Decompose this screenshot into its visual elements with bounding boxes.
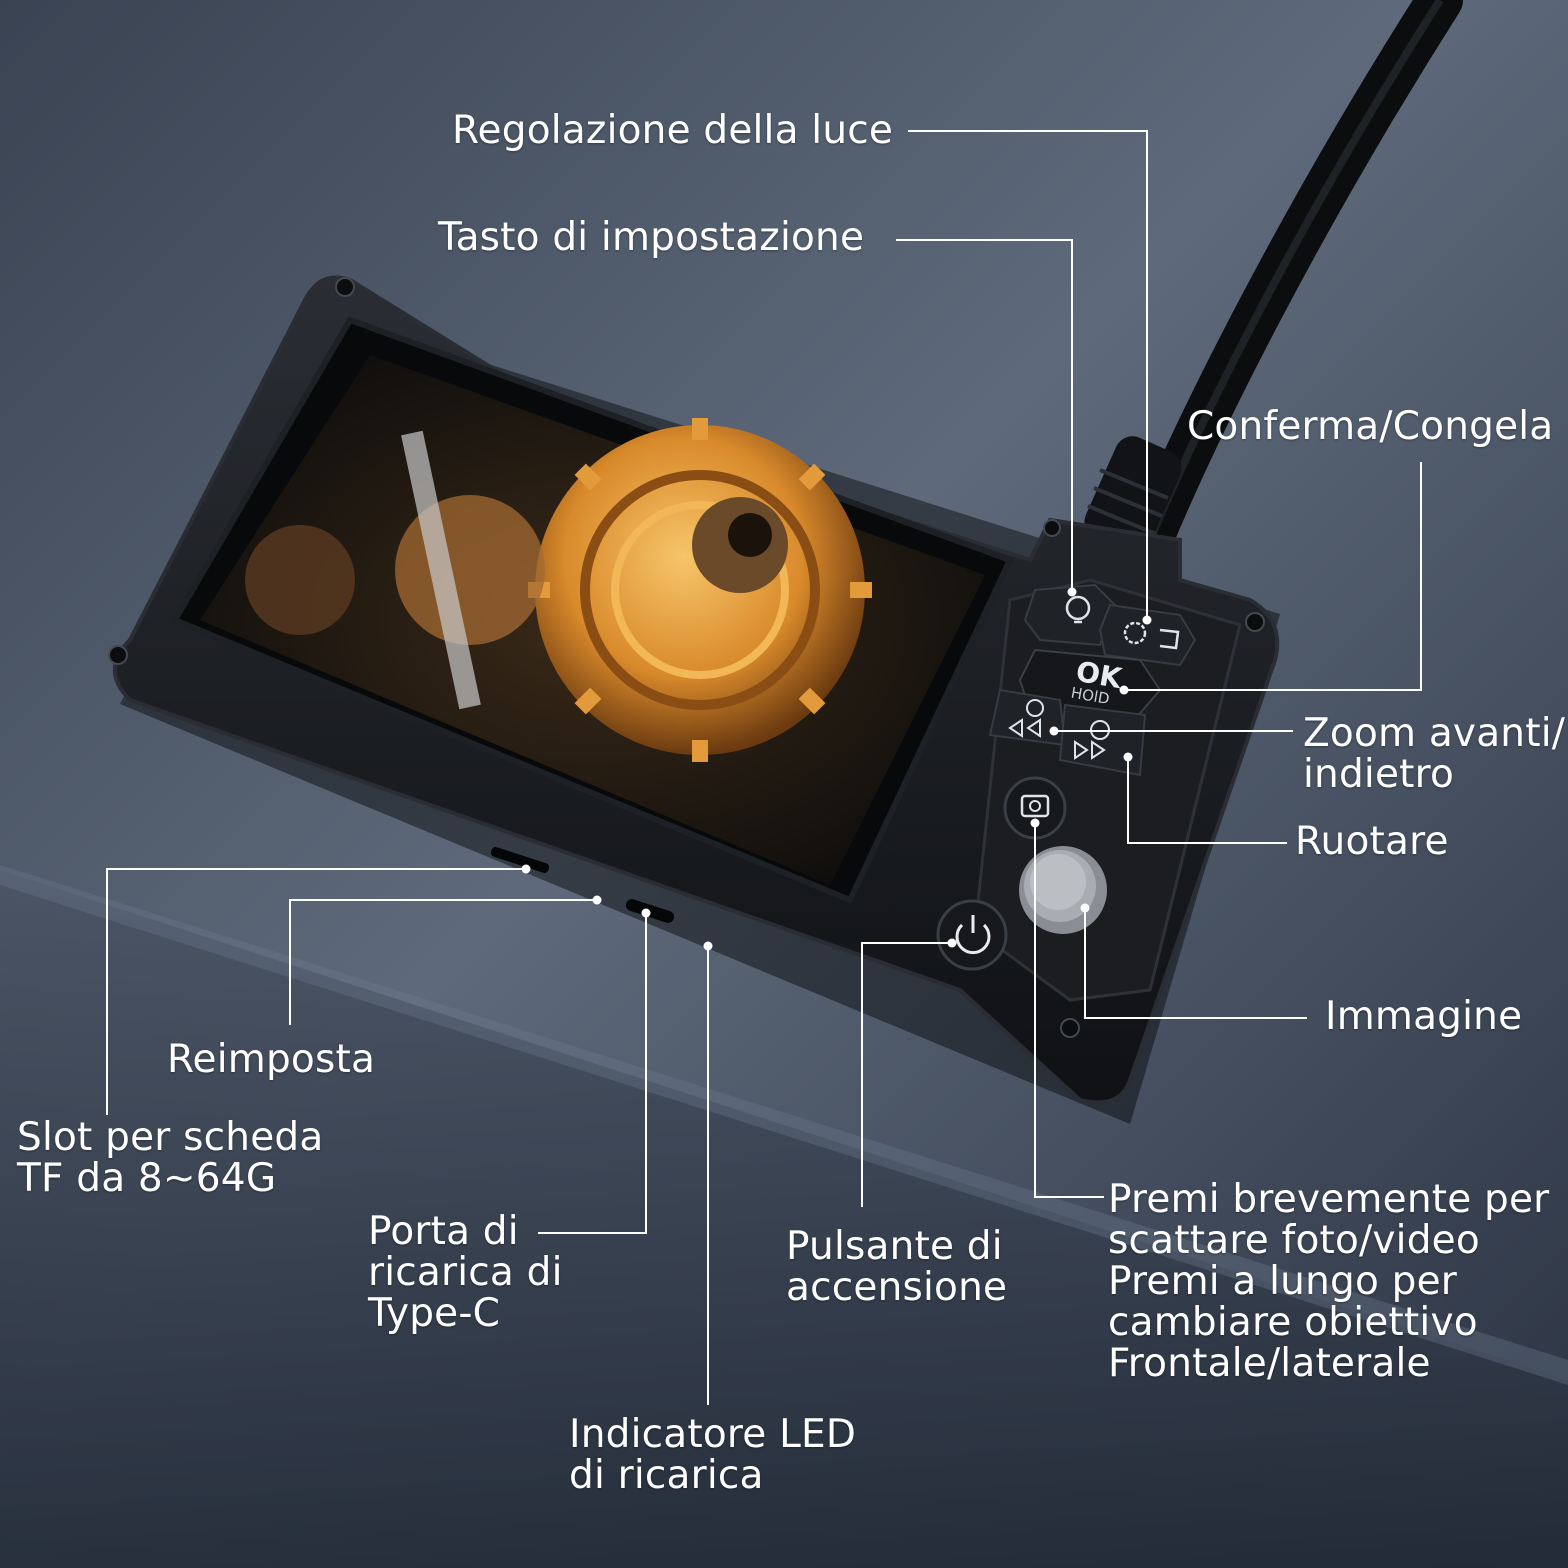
label-zoom: Zoom avanti/ indietro	[1303, 713, 1565, 795]
label-led-indicator: Indicatore LED di ricarica	[569, 1414, 856, 1496]
callout-lines	[106, 130, 1422, 1405]
label-confirm-freeze: Conferma/Congela	[1187, 404, 1554, 449]
callout-settings	[896, 239, 1073, 592]
settings-button[interactable]	[1098, 603, 1197, 667]
label-zoom-line1: Zoom avanti/	[1303, 711, 1566, 756]
label-led-line1: Indicatore LED	[569, 1412, 857, 1457]
label-shoot-line1: Premi brevemente per	[1108, 1177, 1550, 1222]
rewind-icon	[1008, 718, 1041, 738]
label-power-line1: Pulsante di	[786, 1224, 1003, 1269]
cable-strain-relief	[1084, 436, 1182, 554]
label-rotate: Ruotare	[1295, 819, 1449, 864]
callout-image	[1084, 908, 1307, 1019]
label-power-line2: accensione	[786, 1265, 1008, 1310]
floor-surface	[0, 870, 1568, 1568]
label-shoot-line2: scattare foto/video	[1108, 1218, 1480, 1263]
ok-text: OK	[1073, 655, 1125, 696]
gear-icon	[1123, 621, 1147, 645]
label-power-button: Pulsante di accensione	[786, 1226, 1007, 1308]
label-typec-port: Porta di ricarica di Type-C	[368, 1211, 563, 1334]
image-switch-button[interactable]	[1019, 846, 1107, 934]
screws	[108, 277, 1265, 1038]
callout-reset	[289, 899, 597, 1025]
callout-power	[861, 942, 952, 1207]
callout-shoot	[1034, 823, 1104, 1198]
label-shoot-line5: Frontale/laterale	[1108, 1341, 1431, 1386]
label-light-adjust: Regolazione della luce	[452, 108, 894, 153]
label-typec-line1: Porta di	[368, 1209, 519, 1254]
table-edge	[0, 865, 1568, 1385]
label-led-line2: di ricarica	[569, 1453, 764, 1498]
power-icon	[955, 923, 991, 955]
label-settings-key: Tasto di impostazione	[438, 215, 865, 260]
tf-card-slot	[490, 847, 550, 873]
label-tf-slot: Slot per scheda TF da 8~64G	[17, 1117, 323, 1199]
callout-dots	[521, 587, 1152, 951]
lightbulb-icon	[1065, 595, 1091, 621]
label-tf-line1: Slot per scheda	[17, 1115, 324, 1160]
label-typec-line2: ricarica di	[368, 1250, 563, 1295]
callout-typec	[538, 913, 647, 1234]
callout-rotate	[1127, 757, 1287, 844]
back-icon	[1159, 628, 1180, 650]
label-typec-line3: Type-C	[368, 1291, 501, 1336]
inspection-camera-device: OK HOlD	[108, 275, 1280, 1124]
photo-video-button[interactable]	[1003, 776, 1067, 840]
zoom-in-icon	[1026, 699, 1044, 717]
callout-light	[908, 130, 1148, 620]
forward-icon	[1074, 740, 1106, 760]
label-image: Immagine	[1325, 994, 1523, 1039]
callout-tf	[106, 868, 526, 1115]
power-button[interactable]	[936, 899, 1008, 971]
label-shoot-line4: cambiare obiettivo	[1108, 1300, 1478, 1345]
callout-confirm	[1124, 462, 1422, 691]
label-zoom-line2: indietro	[1303, 752, 1455, 797]
label-shoot-line3: Premi a lungo per	[1108, 1259, 1457, 1304]
label-shoot-instructions: Premi brevemente per scattare foto/video…	[1108, 1179, 1549, 1384]
screen-gear-image	[245, 418, 872, 762]
label-reset: Reimposta	[167, 1037, 376, 1082]
camera-icon	[1020, 794, 1050, 818]
label-tf-line2: TF da 8~64G	[17, 1156, 277, 1201]
zoom-button[interactable]	[988, 688, 1067, 747]
light-button[interactable]	[1023, 583, 1117, 647]
